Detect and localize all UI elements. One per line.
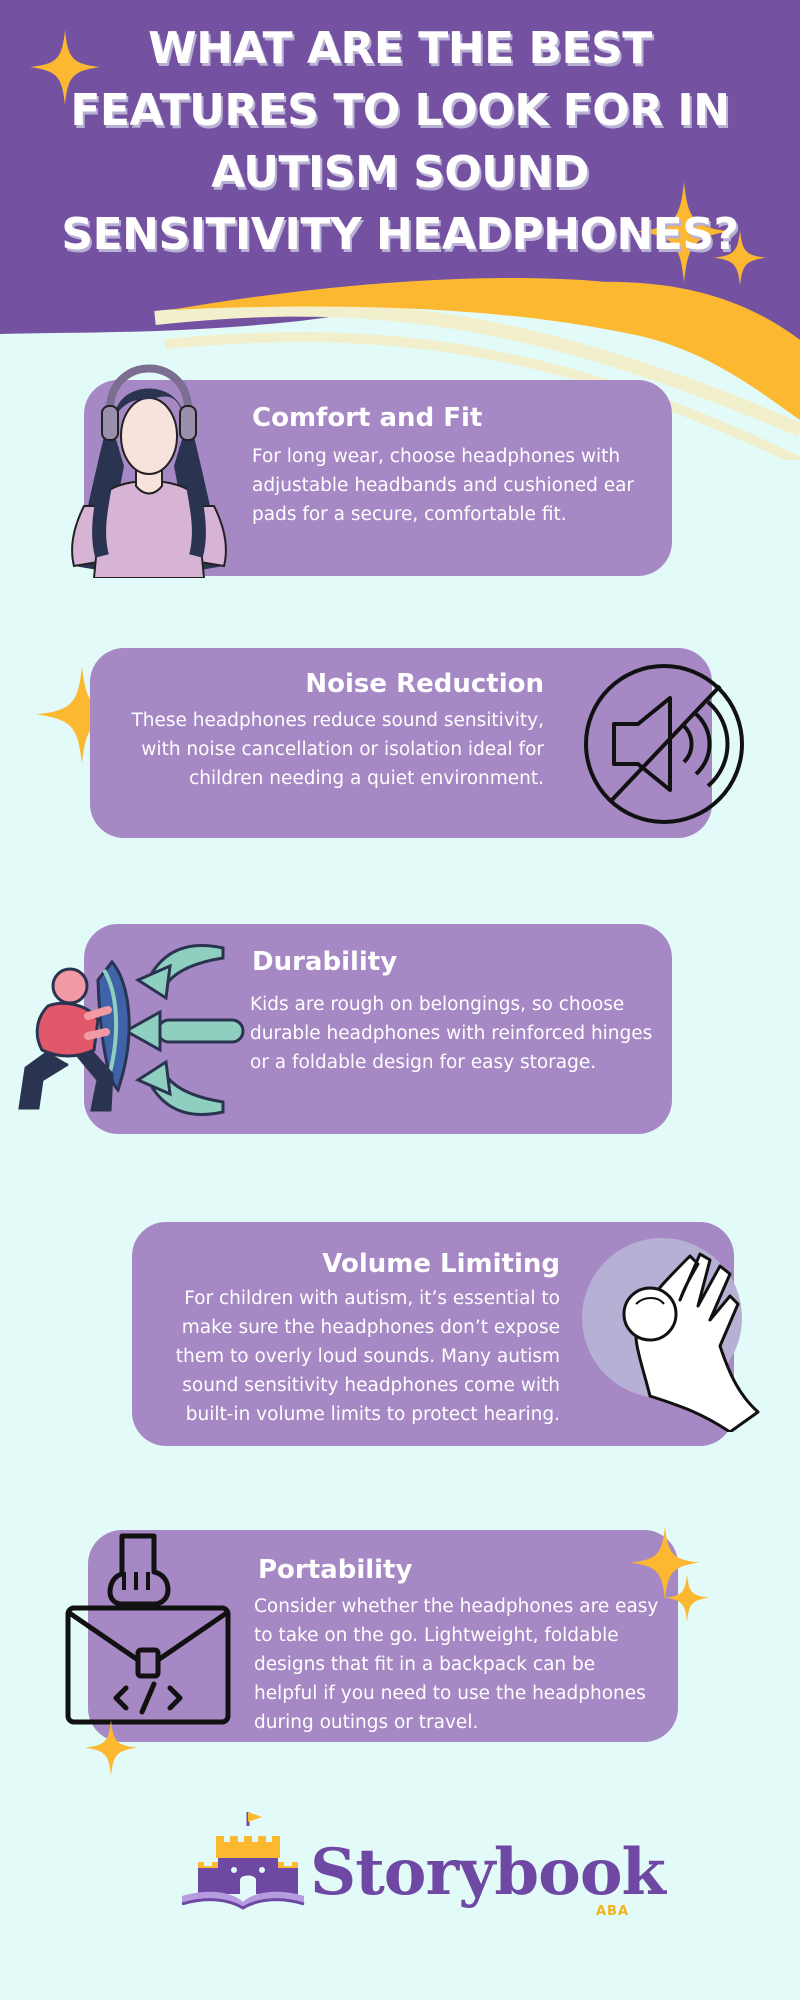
feature-title: Comfort and Fit <box>252 403 483 433</box>
feature-description: For children with autism, it’s essential… <box>175 1288 560 1425</box>
hand-holding-briefcase-icon <box>65 1533 231 1725</box>
feature-card-portability: Portability Consider whether the headpho… <box>88 1530 678 1742</box>
girl-with-headphones-illustration <box>71 364 227 578</box>
sparkle-icon <box>30 30 100 105</box>
feature-title: Noise Reduction <box>305 669 544 699</box>
feature-description: Kids are rough on belongings, so choose … <box>250 994 653 1073</box>
logo-wordmark: Storybook <box>310 1835 666 1910</box>
sparkle-icon <box>84 1720 138 1776</box>
feature-title: Portability <box>258 1555 413 1585</box>
feature-description: Consider whether the headphones are easy… <box>254 1596 659 1733</box>
sparkle-icon <box>36 666 128 764</box>
logo-subtitle: ABA <box>596 1904 630 1919</box>
sparkle-icon <box>637 182 731 282</box>
castle-on-book-icon <box>181 1812 305 1910</box>
hand-turning-knob-illustration <box>582 1238 760 1432</box>
feature-card-noise-reduction: Noise Reduction These headphones reduce … <box>90 648 712 838</box>
sparkle-icon <box>714 230 766 286</box>
muted-speaker-icon <box>584 664 744 824</box>
feature-title: Volume Limiting <box>322 1249 560 1279</box>
sparkle-icon <box>664 1574 710 1622</box>
header-background <box>0 0 800 460</box>
feature-description: For long wear, choose headphones with ad… <box>252 446 635 525</box>
feature-description: These headphones reduce sound sensitivit… <box>131 710 544 789</box>
person-with-shield-illustration <box>18 944 245 1116</box>
sparkle-icon <box>630 1526 700 1600</box>
page-title: WHAT ARE THE BEST FEATURES TO LOOK FOR I… <box>61 23 739 260</box>
feature-title: Durability <box>252 947 398 977</box>
